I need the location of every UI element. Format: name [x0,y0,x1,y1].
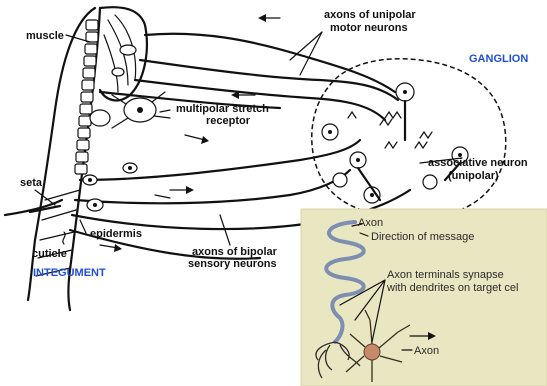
muscle-block [100,7,147,100]
label-muscle: muscle [26,30,64,42]
inset-target-cell [364,344,380,360]
inset-label-terminals-2: with dendrites on target cel [386,282,518,294]
label-axons-motor-2: motor neurons [330,22,408,34]
inset-label-direction: Direction of message [371,231,474,243]
inset-label-axon-bottom: Axon [414,345,439,357]
integument-wall [28,8,100,310]
ganglion [312,59,506,219]
label-axons-sensory-2: sensory neurons [188,258,277,270]
inset-label-terminals-1: Axon terminals synapse [387,269,504,281]
label-integument: INTEGUMENT [33,267,106,279]
label-cuticle: cuticle [32,248,67,260]
seta [5,200,62,215]
label-multipolar-2: receptor [206,115,251,127]
epidermis-cells [75,20,98,174]
label-associative-1: associative neuron [428,157,528,169]
inset-label-axon-top: Axon [358,217,383,229]
label-seta: seta [20,177,43,189]
label-multipolar-1: multipolar stretch [176,103,269,115]
label-associative-2: (unipolar) [448,170,499,182]
label-axons-motor-1: axons of unipolar [324,9,416,21]
label-ganglion: GANGLION [469,53,528,65]
label-epidermis: epidermis [90,228,142,240]
multipolar-stretch-receptor [90,92,170,128]
label-axons-sensory-1: axons of bipolar [192,246,278,258]
